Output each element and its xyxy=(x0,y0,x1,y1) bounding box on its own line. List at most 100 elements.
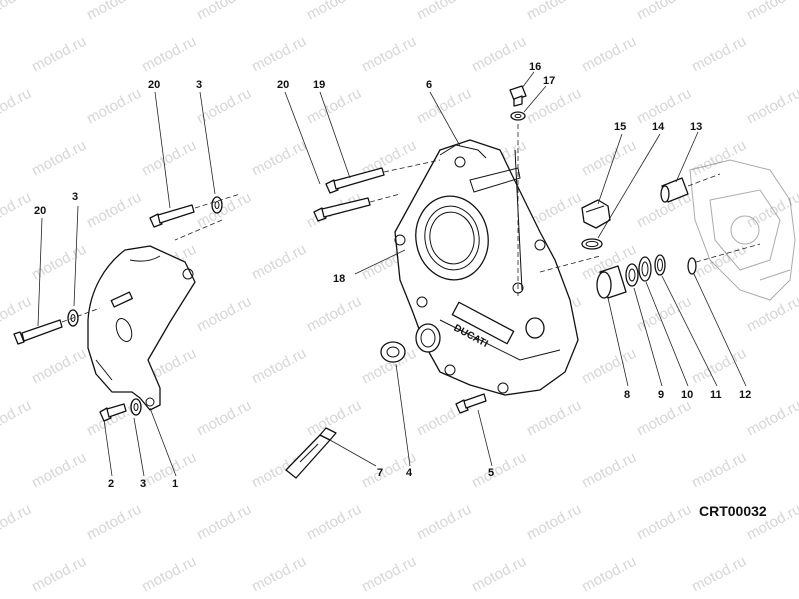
watermark-text: motod.ru xyxy=(84,85,144,128)
watermark-text: motod.ru xyxy=(0,501,34,544)
watermark-text: motod.ru xyxy=(249,137,309,180)
watermark-text: motod.ru xyxy=(304,501,364,544)
watermark-text: motod.ru xyxy=(359,33,419,76)
watermark-text: motod.ru xyxy=(29,449,89,492)
callout-2: 2 xyxy=(108,478,114,490)
callout-10: 10 xyxy=(681,389,693,401)
bushing xyxy=(660,173,721,203)
callout-5: 5 xyxy=(488,467,494,479)
watermark-text: motod.ru xyxy=(469,449,529,492)
drawing-code: CRT00032 xyxy=(699,503,767,519)
watermark-text: motod.ru xyxy=(744,0,799,24)
callout-7: 7 xyxy=(377,467,383,479)
watermark-text: motod.ru xyxy=(469,553,529,596)
callout-3-left: 3 xyxy=(72,191,78,203)
watermark-text: motod.ru xyxy=(689,345,749,388)
watermark-text: motod.ru xyxy=(29,553,89,596)
watermark-text: motod.ru xyxy=(249,553,309,596)
watermark-text: motod.ru xyxy=(139,553,199,596)
callout-20-left: 20 xyxy=(34,205,46,217)
watermark-text: motod.ru xyxy=(579,449,639,492)
watermark-text: motod.ru xyxy=(29,137,89,180)
watermark-text: motod.ru xyxy=(0,85,34,128)
watermark-text: motod.ru xyxy=(0,189,34,232)
callout-14: 14 xyxy=(652,121,665,133)
callout-16: 16 xyxy=(529,61,541,73)
callout-20-upper: 20 xyxy=(148,79,160,91)
watermark-text: motod.ru xyxy=(29,345,89,388)
watermark-text: motod.ru xyxy=(0,397,34,440)
watermark-text: motod.ru xyxy=(249,241,309,284)
engine-casing-outline xyxy=(689,159,796,301)
clutch-side-cover: DUCATI xyxy=(394,139,579,396)
watermark-text: motod.ru xyxy=(689,33,749,76)
callout-20-main: 20 xyxy=(277,79,289,91)
watermark-text: motod.ru xyxy=(29,33,89,76)
leader-lines xyxy=(37,71,747,477)
callout-15: 15 xyxy=(614,121,626,133)
watermark-text: motod.ru xyxy=(634,501,694,544)
oil-seal xyxy=(380,341,406,363)
callout-12: 12 xyxy=(739,389,751,401)
watermark-text: motod.ru xyxy=(84,0,144,24)
watermark-text: motod.ru xyxy=(414,0,474,24)
watermark-text: motod.ru xyxy=(579,137,639,180)
callout-3-upper: 3 xyxy=(196,79,202,91)
watermark-text: motod.ru xyxy=(0,293,34,336)
watermark-text: motod.ru xyxy=(194,501,254,544)
watermark-text: motod.ru xyxy=(634,0,694,24)
watermark-text: motod.ru xyxy=(744,397,799,440)
callout-18: 18 xyxy=(333,273,345,285)
callout-1: 1 xyxy=(172,478,178,490)
watermark-text: motod.ru xyxy=(689,137,749,180)
watermark-text: motod.ru xyxy=(139,33,199,76)
watermark-text: motod.ru xyxy=(469,33,529,76)
callout-numbers: 20 3 20 3 2 3 1 20 19 6 18 4 5 7 8 9 10 … xyxy=(34,61,751,490)
watermark-text: motod.ru xyxy=(634,397,694,440)
callout-13: 13 xyxy=(690,121,702,133)
watermark-text: motod.ru xyxy=(194,189,254,232)
left-bolt-assembly xyxy=(13,307,101,345)
watermark-text: motod.ru xyxy=(744,85,799,128)
top-screw-assembly xyxy=(509,85,527,296)
watermark-text: motod.ru xyxy=(689,553,749,596)
watermark-text: motod.ru xyxy=(304,85,364,128)
watermark-text: motod.ru xyxy=(744,189,799,232)
callout-19: 19 xyxy=(313,79,325,91)
cover-bolts xyxy=(313,159,441,222)
watermark-text: motod.ru xyxy=(304,293,364,336)
callout-8: 8 xyxy=(624,389,630,401)
sprocket-cover xyxy=(87,245,196,411)
watermark-text: motod.ru xyxy=(524,501,584,544)
filler-plug-assembly xyxy=(581,199,611,250)
callout-3-lower: 3 xyxy=(140,478,146,490)
watermark-text: motod.ru xyxy=(304,0,364,24)
callout-17: 17 xyxy=(543,75,555,87)
watermark-text: motod.ru xyxy=(359,553,419,596)
watermark-text: motod.ru xyxy=(414,501,474,544)
watermark-text: motod.ru xyxy=(84,501,144,544)
watermark-text: motod.ru xyxy=(249,33,309,76)
watermark-text: motod.ru xyxy=(579,553,639,596)
watermark-text: motod.ru xyxy=(249,345,309,388)
lower-left-bolt-assembly xyxy=(99,398,142,422)
watermark-text: motod.ru xyxy=(524,397,584,440)
upper-left-bolt-assembly xyxy=(149,193,241,241)
watermark-text: motod.ru xyxy=(524,85,584,128)
callout-4: 4 xyxy=(406,467,413,479)
watermark-text: motod.ru xyxy=(139,449,199,492)
watermark-text: motod.ru xyxy=(84,189,144,232)
watermark-text: motod.ru xyxy=(689,241,749,284)
watermark-text: motod.ru xyxy=(579,33,639,76)
watermark-text: motod.ru xyxy=(139,137,199,180)
shaft-seal-stack xyxy=(539,243,761,299)
watermark-text: motod.ru xyxy=(634,293,694,336)
watermark-text: motod.ru xyxy=(579,345,639,388)
watermark-text: motod.ru xyxy=(194,0,254,24)
watermark-text: motod.ru xyxy=(0,0,34,24)
watermark-text: motod.ru xyxy=(29,241,89,284)
callout-11: 11 xyxy=(710,389,722,401)
watermark-text: motod.ru xyxy=(524,0,584,24)
callout-9: 9 xyxy=(658,389,664,401)
